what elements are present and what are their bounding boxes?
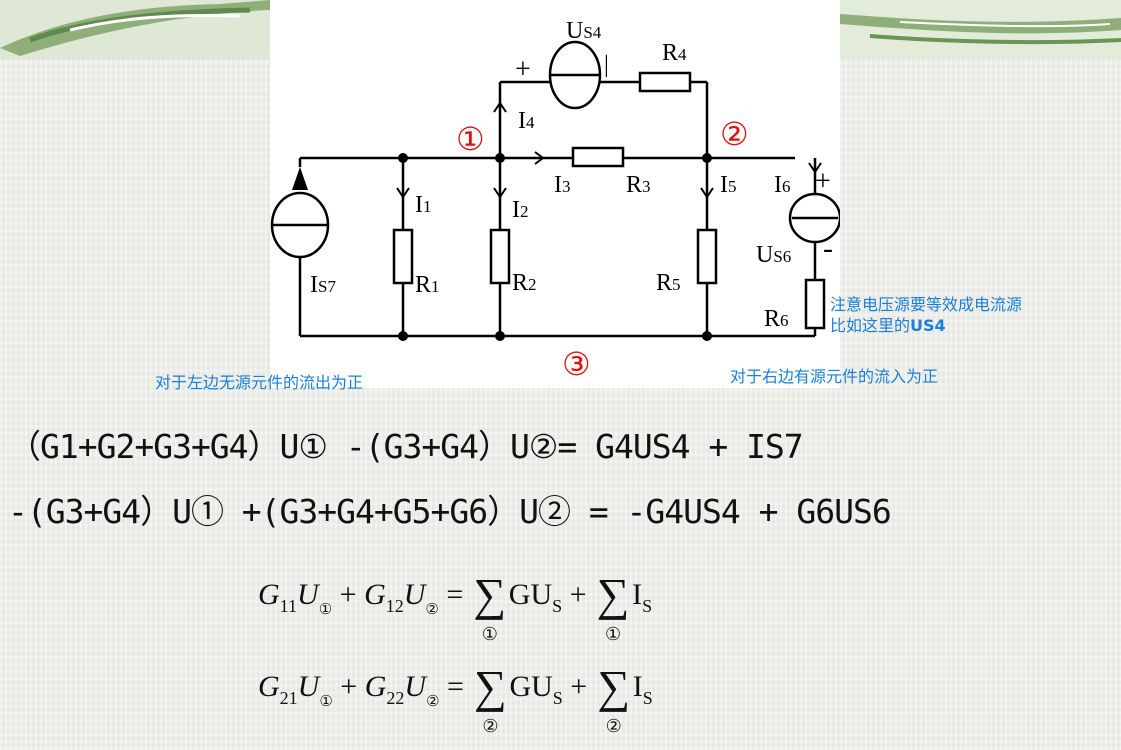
wires bbox=[298, 80, 817, 338]
resistor-r4 bbox=[638, 71, 692, 93]
label-i3: I3 bbox=[554, 172, 571, 198]
junction-dots bbox=[398, 153, 712, 341]
label-i6: I6 bbox=[774, 172, 791, 198]
label-i1: I1 bbox=[415, 192, 432, 218]
current-source-is7 bbox=[270, 167, 330, 259]
label-i2: I2 bbox=[512, 197, 529, 223]
polarity-us4-plus: + bbox=[515, 54, 531, 85]
decorative-leaves-left bbox=[0, 0, 270, 60]
note-source-conversion: 注意电压源要等效成电流源 比如这里的US4 bbox=[830, 294, 1022, 336]
arrow-i3 bbox=[534, 151, 545, 165]
label-r5: R5 bbox=[656, 270, 681, 296]
note-source-line2: 比如这里的US4 bbox=[830, 316, 946, 335]
label-i5: I5 bbox=[720, 172, 737, 198]
arrow-i1 bbox=[396, 187, 410, 199]
decorative-leaves-right bbox=[840, 0, 1121, 60]
resistor-r1 bbox=[392, 228, 414, 285]
summation-symbol: ∑② bbox=[597, 661, 631, 736]
node-2-label: ② bbox=[720, 115, 749, 153]
resistor-r2 bbox=[489, 228, 511, 285]
summation-symbol: ∑① bbox=[473, 569, 507, 644]
equation-node-2: -(G3+G4）U① +(G3+G4+G5+G6）U② = -G4US4 + G… bbox=[8, 492, 892, 531]
equation-node-1: （G1+G2+G3+G4）U① -(G3+G4）U②= G4US4 + IS7 bbox=[8, 427, 804, 466]
label-r1: R1 bbox=[415, 272, 440, 298]
voltage-source-us6 bbox=[788, 192, 840, 244]
label-us6: US6 bbox=[756, 242, 791, 268]
summation-symbol: ∑② bbox=[474, 661, 507, 736]
resistor-r5 bbox=[696, 228, 718, 285]
arrow-i4 bbox=[493, 101, 507, 113]
voltage-source-us4 bbox=[548, 40, 602, 110]
label-r3: R3 bbox=[626, 172, 651, 198]
label-is7: IS7 bbox=[310, 272, 336, 298]
note-source-line1: 注意电压源要等效成电流源 bbox=[830, 295, 1023, 314]
note-right: 对于右边有源元件的流入为正 bbox=[730, 367, 939, 386]
polarity-us4-bar: | bbox=[604, 52, 609, 78]
label-r4: R4 bbox=[662, 40, 687, 66]
circuit-diagram: IS7 R1 R2 R5 R6 R3 R4 US4 US6 I1 I2 I3 I… bbox=[270, 18, 840, 383]
note-left: 对于左边无源元件的流出为正 bbox=[155, 373, 364, 392]
arrow-i2 bbox=[493, 187, 507, 199]
label-us4: US4 bbox=[566, 18, 602, 44]
label-i4: I4 bbox=[518, 108, 535, 134]
current-arrows bbox=[396, 101, 822, 199]
label-r6: R6 bbox=[764, 306, 789, 332]
circuit-diagram-panel: IS7 R1 R2 R5 R6 R3 R4 US4 US6 I1 I2 I3 I… bbox=[270, 0, 840, 388]
resistor-r3 bbox=[571, 146, 625, 168]
node-3-label: ③ bbox=[562, 345, 591, 383]
resistor-r6 bbox=[804, 278, 826, 330]
arrow-i6 bbox=[808, 162, 822, 174]
polarity-us6-plus: + bbox=[815, 166, 831, 197]
arrow-i5 bbox=[700, 187, 714, 199]
summation-symbol: ∑① bbox=[596, 569, 630, 644]
node-1-label: ① bbox=[456, 120, 485, 158]
label-r2: R2 bbox=[512, 270, 537, 296]
polarity-us6-minus: - bbox=[823, 232, 833, 265]
